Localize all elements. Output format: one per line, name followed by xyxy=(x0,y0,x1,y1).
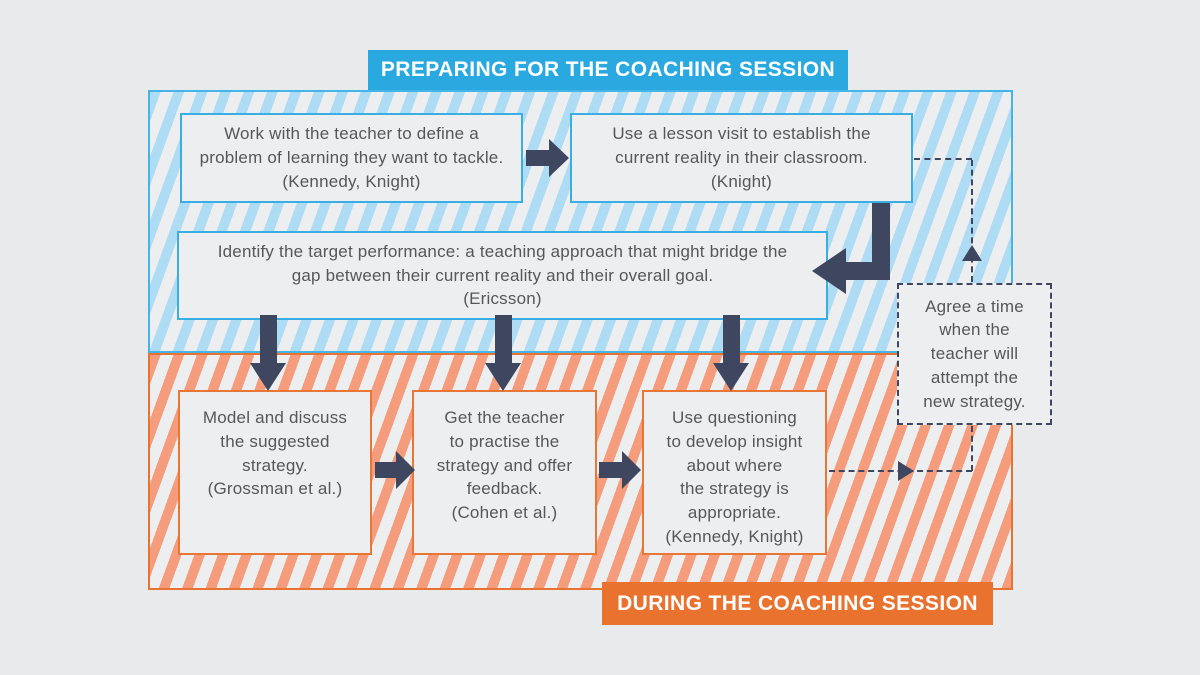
preparing-banner-label: PREPARING FOR THE COACHING SESSION xyxy=(380,58,836,81)
target-performance-text: Identify the target performance: a teach… xyxy=(217,241,788,309)
target-performance-box: Identify the target performance: a teach… xyxy=(177,231,828,320)
dashed-connector-visit-horizontal xyxy=(914,158,972,160)
practise-feedback-text: Get the teacher to practise the strategy… xyxy=(436,408,573,523)
during-banner-label: DURING THE COACHING SESSION xyxy=(617,591,978,615)
questioning-insight-text: Use questioning to develop insight about… xyxy=(665,408,804,546)
preparing-banner: PREPARING FOR THE COACHING SESSION xyxy=(368,50,848,90)
define-problem-box: Work with the teacher to define a proble… xyxy=(180,113,523,203)
questioning-insight-box: Use questioning to develop insight about… xyxy=(642,390,827,555)
lesson-visit-box: Use a lesson visit to establish the curr… xyxy=(570,113,913,203)
model-strategy-box: Model and discuss the suggested strategy… xyxy=(178,390,372,555)
practise-feedback-box: Get the teacher to practise the strategy… xyxy=(412,390,597,555)
define-problem-text: Work with the teacher to define a proble… xyxy=(199,124,504,191)
agree-time-text: Agree a time when the teacher will attem… xyxy=(923,296,1026,411)
dashed-connector-note-vertical xyxy=(971,426,973,471)
lesson-visit-text: Use a lesson visit to establish the curr… xyxy=(612,124,871,191)
dashed-connector-visit-vertical xyxy=(971,160,973,282)
agree-time-note: Agree a time when the teacher will attem… xyxy=(897,283,1052,425)
model-strategy-text: Model and discuss the suggested strategy… xyxy=(202,408,348,499)
dashed-arrow-right-icon xyxy=(898,461,914,481)
during-banner: DURING THE COACHING SESSION xyxy=(602,582,993,625)
dashed-arrow-up-icon xyxy=(962,245,982,261)
